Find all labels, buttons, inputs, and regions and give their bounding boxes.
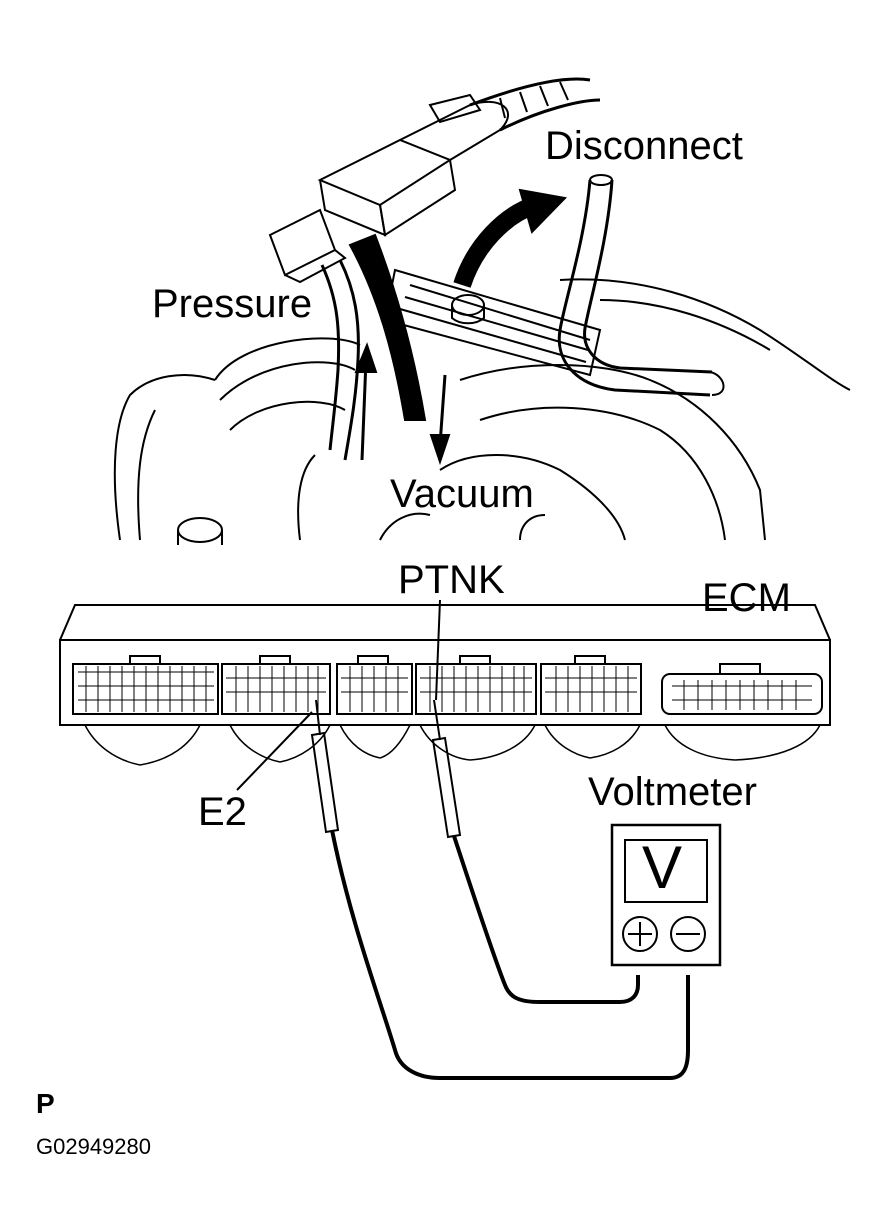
voltmeter xyxy=(610,823,722,967)
pressure-label: Pressure xyxy=(152,282,313,326)
test-leads xyxy=(236,599,690,1080)
negative-terminal xyxy=(670,916,706,952)
ecm-connector xyxy=(336,655,413,715)
voltmeter-symbol: V xyxy=(642,834,683,901)
ecm-connector xyxy=(415,655,537,715)
ecm-connector xyxy=(540,655,642,715)
e2-label: E2 xyxy=(198,790,247,834)
ecm-connector xyxy=(72,655,219,715)
disconnect-label: Disconnect xyxy=(545,124,743,168)
corner-letter: P xyxy=(36,1088,55,1119)
positive-terminal xyxy=(622,916,658,952)
ecm-unit xyxy=(59,604,831,766)
voltmeter-label: Voltmeter xyxy=(588,770,757,814)
ecm-connector xyxy=(661,663,823,715)
ptnk-label: PTNK xyxy=(398,558,505,602)
engine-illustration xyxy=(113,77,851,545)
ecm-label: ECM xyxy=(702,576,791,620)
figure-code: G02949280 xyxy=(36,1134,151,1159)
ecm-connector xyxy=(221,655,331,715)
vacuum-label: Vacuum xyxy=(390,472,534,516)
